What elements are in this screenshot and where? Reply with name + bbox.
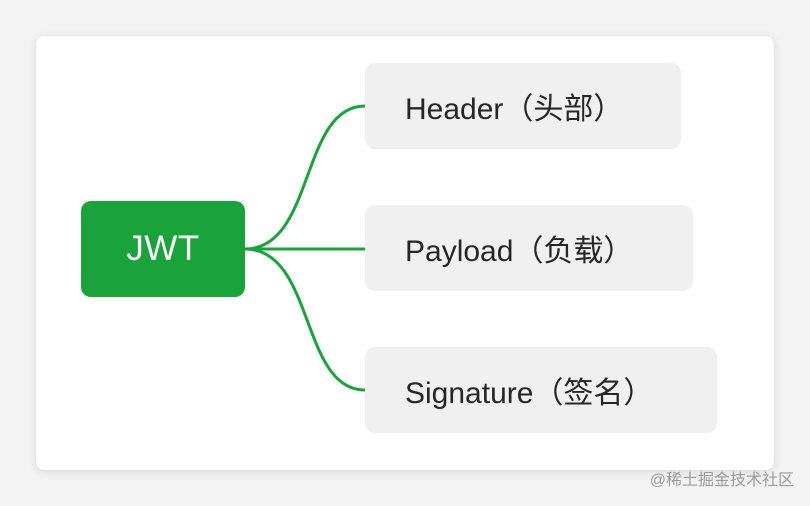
root-node-jwt: JWT <box>81 201 245 297</box>
child-node-payload-label: Payload（负载） <box>405 235 634 268</box>
child-node-signature: Signature（签名） <box>365 347 717 433</box>
child-node-header-label: Header（头部） <box>405 93 624 126</box>
child-node-payload: Payload（负载） <box>365 205 693 291</box>
child-node-signature-label: Signature（签名） <box>405 377 654 410</box>
child-node-header: Header（头部） <box>365 63 681 149</box>
watermark-text: @稀土掘金技术社区 <box>649 472 794 489</box>
root-node-label: JWT <box>126 229 200 268</box>
